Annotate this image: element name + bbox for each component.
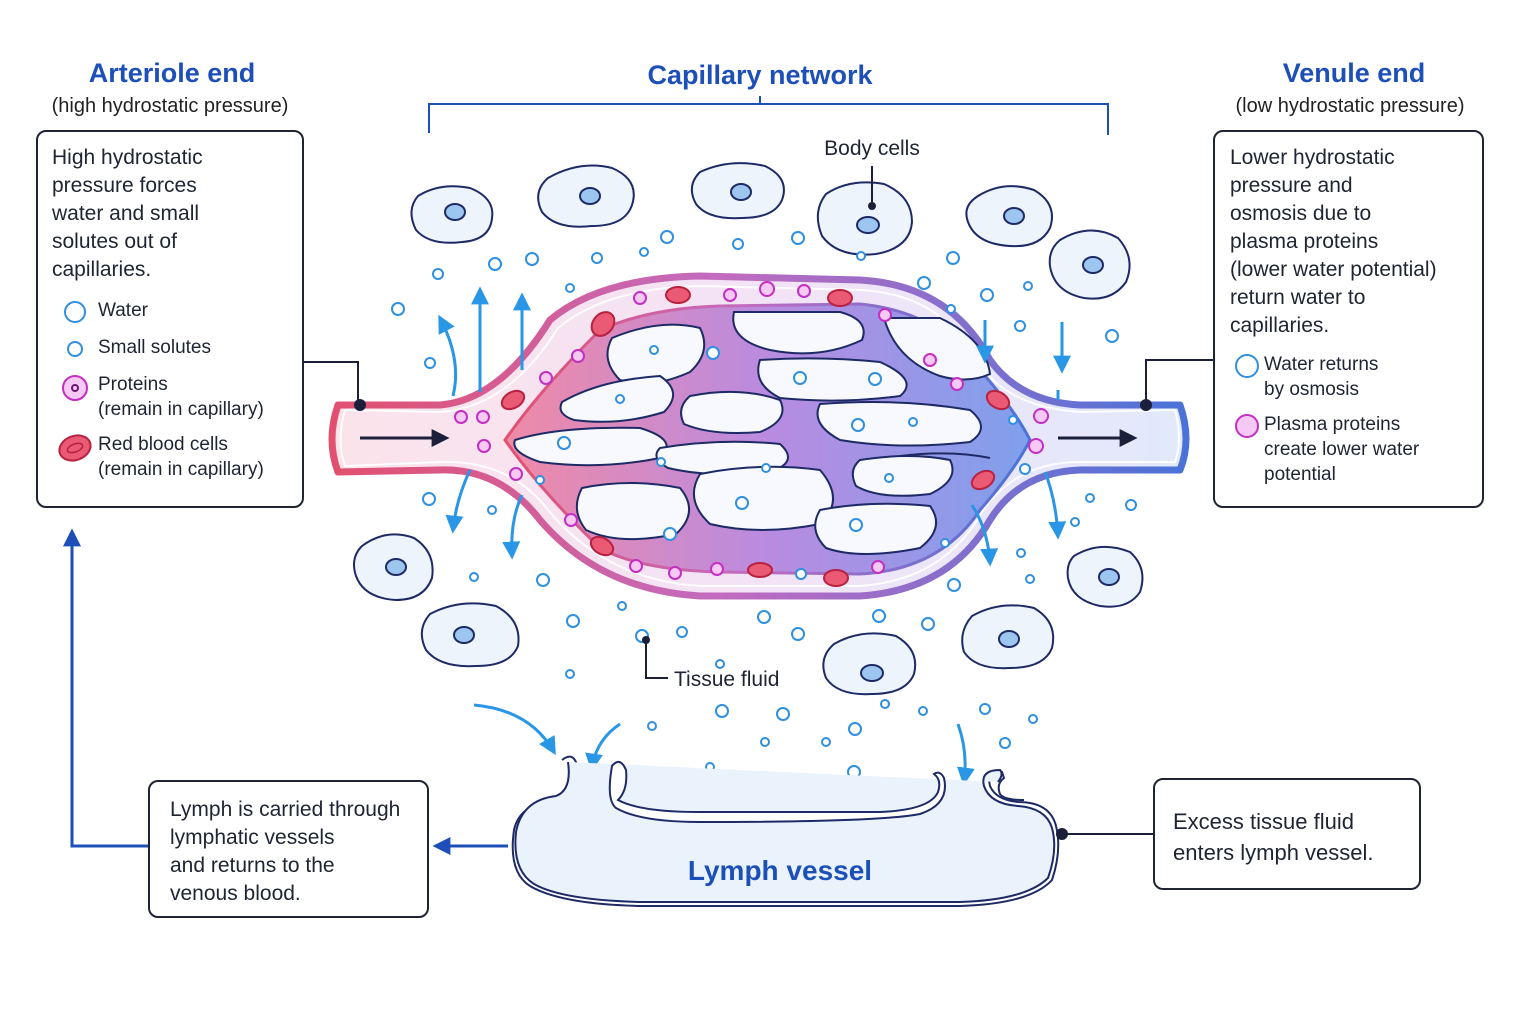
protein-icon	[62, 375, 88, 401]
excess-fluid-box: Excess tissue fluid enters lymph vessel.	[1153, 778, 1421, 890]
red-blood-cells	[500, 286, 1011, 587]
legend-label: Red blood cells (remain in capillary)	[98, 434, 264, 480]
legend-label: Small solutes	[98, 337, 211, 358]
capillary-bed	[328, 272, 1190, 600]
arteriole-legend: Water Small solutes Proteins (remain in …	[52, 298, 288, 482]
arteriole-subtitle: (high hydrostatic pressure)	[52, 95, 289, 117]
body-cells-label: Body cells	[824, 137, 920, 160]
red-blood-cell-icon	[58, 434, 92, 462]
venule-info-text: Lower hydrostatic pressure and osmosis d…	[1230, 146, 1437, 337]
tissue-fluid-pointer	[645, 640, 668, 679]
legend-label: Proteins (remain in capillary)	[98, 374, 264, 420]
legend-item-water: Water	[52, 298, 288, 325]
right-box-connector	[1145, 359, 1214, 405]
venule-info-box: Lower hydrostatic pressure and osmosis d…	[1213, 130, 1484, 508]
capillary-title: Capillary network	[647, 60, 873, 90]
venule-subtitle: (low hydrostatic pressure)	[1236, 95, 1465, 117]
fluid-movement-arrows	[438, 286, 1071, 786]
arteriole-info-text: High hydrostatic pressure forces water a…	[52, 146, 203, 281]
legend-label: Water returns by osmosis	[1264, 354, 1379, 400]
capillary-bracket	[428, 96, 1109, 135]
body-cells	[353, 162, 1144, 696]
small-solute-icon	[67, 341, 83, 357]
lymph-return-text: Lymph is carried through lymphatic vesse…	[170, 798, 401, 905]
legend-item-red-blood-cells: Red blood cells (remain in capillary)	[52, 432, 288, 482]
lymph-vessel-label: Lymph vessel	[688, 855, 872, 886]
venule-title: Venule end	[1283, 58, 1426, 88]
arteriole-title: Arteriole end	[89, 58, 256, 88]
legend-item-small-solutes: Small solutes	[52, 335, 288, 362]
legend-label: Plasma proteins create lower water poten…	[1264, 414, 1420, 485]
water-icon	[1235, 354, 1259, 378]
protein-icon	[1235, 414, 1259, 438]
legend-label: Water	[98, 300, 148, 321]
lymph-return-box: Lymph is carried through lymphatic vesse…	[148, 780, 429, 918]
legend-item-plasma-proteins: Plasma proteins create lower water poten…	[1230, 412, 1468, 487]
legend-item-proteins: Proteins (remain in capillary)	[52, 372, 288, 422]
water-icon	[64, 301, 86, 323]
legend-item-water-returns: Water returns by osmosis	[1230, 352, 1468, 402]
tissue-fluid-label: Tissue fluid	[674, 668, 779, 691]
lymph-return-arrow	[63, 528, 148, 848]
proteins	[454, 281, 1049, 580]
excess-fluid-text: Excess tissue fluid enters lymph vessel.	[1173, 809, 1374, 865]
left-box-connector	[303, 361, 359, 405]
arteriole-info-box: High hydrostatic pressure forces water a…	[36, 130, 304, 508]
venule-legend: Water returns by osmosis Plasma proteins…	[1230, 352, 1468, 487]
